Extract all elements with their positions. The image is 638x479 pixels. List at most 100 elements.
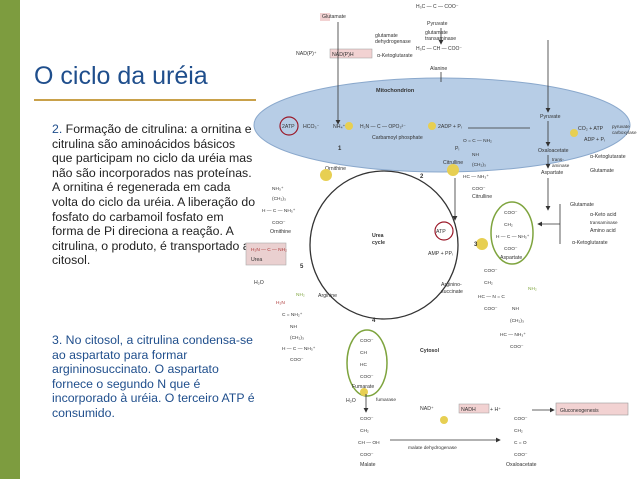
enzyme-label: fumarase [376, 397, 396, 403]
malate-label: Malate [360, 462, 376, 468]
fumarate-label: Fumarate [352, 384, 374, 390]
urea-cycle-loop [309, 170, 459, 320]
aketoglutarate-label: α-Ketoglutarate [377, 53, 413, 59]
aketoglutarate-label: α-Ketoglutarate [572, 240, 608, 246]
paragraph-citrulline-formation: 2. Formação de citrulina: a ornitina e c… [52, 122, 257, 268]
svg-text:CH₂: CH₂ [484, 280, 493, 286]
citrulline-label: Citrulline [472, 194, 492, 200]
enzyme-label: dehydrogenase [375, 39, 411, 45]
alanine-label: Alanine [430, 66, 447, 72]
pyruvate-label: Pyruvate [540, 114, 561, 120]
svg-text:COO⁻: COO⁻ [504, 246, 518, 252]
atp-label: ATP [436, 229, 446, 235]
svg-text:H — C — NH₃⁺: H — C — NH₃⁺ [282, 346, 316, 352]
glutamate-label: Glutamate [590, 168, 614, 174]
svg-text:COO⁻: COO⁻ [272, 220, 286, 226]
pyruvate-label: Pyruvate [427, 21, 448, 27]
svg-text:H₂N — C — NH₂: H₂N — C — NH₂ [251, 247, 287, 253]
nad-label: NAD⁺ [420, 406, 434, 412]
svg-text:HC — NH₃⁺: HC — NH₃⁺ [463, 174, 489, 180]
paragraph-number: 2. [52, 122, 63, 136]
nadh-label: NADH [461, 407, 476, 413]
svg-text:COO⁻: COO⁻ [514, 416, 528, 422]
carbamoyl-phosphate-label: Carbamoyl phosphate [372, 135, 423, 141]
proton-label: + H⁺ [490, 407, 501, 413]
cycle-label: cycle [372, 240, 385, 246]
svg-text:(CH₂)₃: (CH₂)₃ [472, 162, 486, 168]
bicarbonate-label: HCO₃⁻ [303, 124, 320, 130]
svg-text:NH: NH [290, 324, 297, 330]
svg-text:NH: NH [472, 152, 479, 158]
aketoglutarate-label: α-Ketoglutarate [590, 154, 626, 160]
enzyme-label: aminase [552, 163, 570, 168]
step-number: 1 [338, 146, 342, 152]
nadph-label: NAD(P)H [332, 52, 354, 58]
adp-label: ADP + Pᵢ [584, 137, 605, 143]
step-number: 2 [420, 174, 424, 180]
svg-text:H₃C — CH — COO⁻: H₃C — CH — COO⁻ [416, 46, 462, 52]
paragraph-text: Formação de citrulina: a ornitina e citr… [52, 122, 257, 268]
svg-text:COO⁻: COO⁻ [484, 306, 498, 312]
gluconeogenesis-label: Gluconeogenesis [560, 408, 599, 414]
svg-text:COO⁻: COO⁻ [484, 268, 498, 274]
step-number: 3 [474, 242, 478, 248]
ornithine-label: Ornithine [325, 166, 346, 172]
svg-text:COO⁻: COO⁻ [504, 210, 518, 216]
svg-text:COO⁻: COO⁻ [360, 374, 374, 380]
amp-label: AMP + PPᵢ [428, 251, 453, 257]
mitochondrion-region [253, 77, 631, 173]
svg-text:CH₂: CH₂ [514, 428, 523, 434]
svg-text:(CH₂)₃: (CH₂)₃ [510, 318, 524, 324]
arginine-label: Arginine [318, 293, 337, 299]
enzyme-label: glutamate [425, 30, 448, 36]
svg-text:H — C — NH₃⁺: H — C — NH₃⁺ [262, 208, 296, 214]
svg-text:C = O: C = O [514, 440, 527, 446]
co2-atp-label: CO₂ + ATP [578, 126, 604, 132]
aspartate-label: Aspartate [541, 170, 563, 176]
svg-text:COO⁻: COO⁻ [472, 186, 486, 192]
mitochondrion-label: Mitochondrion [376, 88, 415, 94]
svg-text:NH₂: NH₂ [296, 292, 305, 298]
svg-text:(CH₂)₃: (CH₂)₃ [290, 335, 304, 341]
glutamate-label: Glutamate [322, 14, 346, 20]
svg-text:HC — N = C: HC — N = C [478, 294, 505, 300]
water-label: H₂O [254, 280, 264, 286]
keto-acid-label: α-Keto acid [590, 212, 616, 218]
enzyme-label: transaminase [590, 220, 618, 225]
cytosol-label: Cytosol [420, 348, 440, 354]
svg-text:HC — NH₃⁺: HC — NH₃⁺ [500, 332, 526, 338]
step-number: 4 [372, 318, 376, 324]
enzyme-label: trans- [552, 157, 564, 162]
argininosuccinate-label: Arginino- [441, 282, 462, 288]
phosphate-label: Pᵢ [455, 146, 459, 152]
gluconeogenesis-box [555, 402, 629, 416]
svg-text:C = NH₂⁺: C = NH₂⁺ [282, 312, 303, 318]
title-underline [34, 99, 256, 101]
svg-text:CH — OH: CH — OH [358, 440, 380, 446]
svg-text:COO⁻: COO⁻ [360, 338, 374, 344]
svg-text:NH: NH [512, 306, 519, 312]
enzyme-label: malate dehydrogenase [408, 445, 457, 451]
enzyme-label: pyruvate [612, 124, 630, 129]
argininosuccinate-label: succinate [441, 289, 463, 295]
enzyme-label: glutamate [375, 33, 398, 39]
oxaloacetate-label: Oxaloacetate [538, 148, 569, 154]
paragraph-number: 3. [52, 333, 63, 347]
ornithine-label: Ornithine [270, 229, 291, 235]
water-label: H₂O [346, 398, 356, 404]
svg-text:COO⁻: COO⁻ [514, 452, 528, 458]
svg-text:COO⁻: COO⁻ [360, 452, 374, 458]
atp-highlight-circle [279, 116, 299, 136]
svg-text:(CH₂)₃: (CH₂)₃ [272, 196, 286, 202]
svg-text:CH₂: CH₂ [504, 222, 513, 228]
enzyme-label: carboxylase [612, 130, 637, 135]
svg-text:NH₂: NH₂ [528, 286, 537, 292]
nadp-label: NAD(P)⁺ [296, 51, 317, 57]
svg-text:H₂N — C — OPO₃²⁻: H₂N — C — OPO₃²⁻ [360, 124, 406, 130]
svg-text:NH₃⁺: NH₃⁺ [272, 186, 284, 192]
urea-product-box [245, 242, 287, 266]
ammonium-label: NH₄⁺ [333, 124, 346, 130]
svg-text:COO⁻: COO⁻ [290, 357, 304, 363]
sidebar-accent-bar [0, 0, 20, 479]
